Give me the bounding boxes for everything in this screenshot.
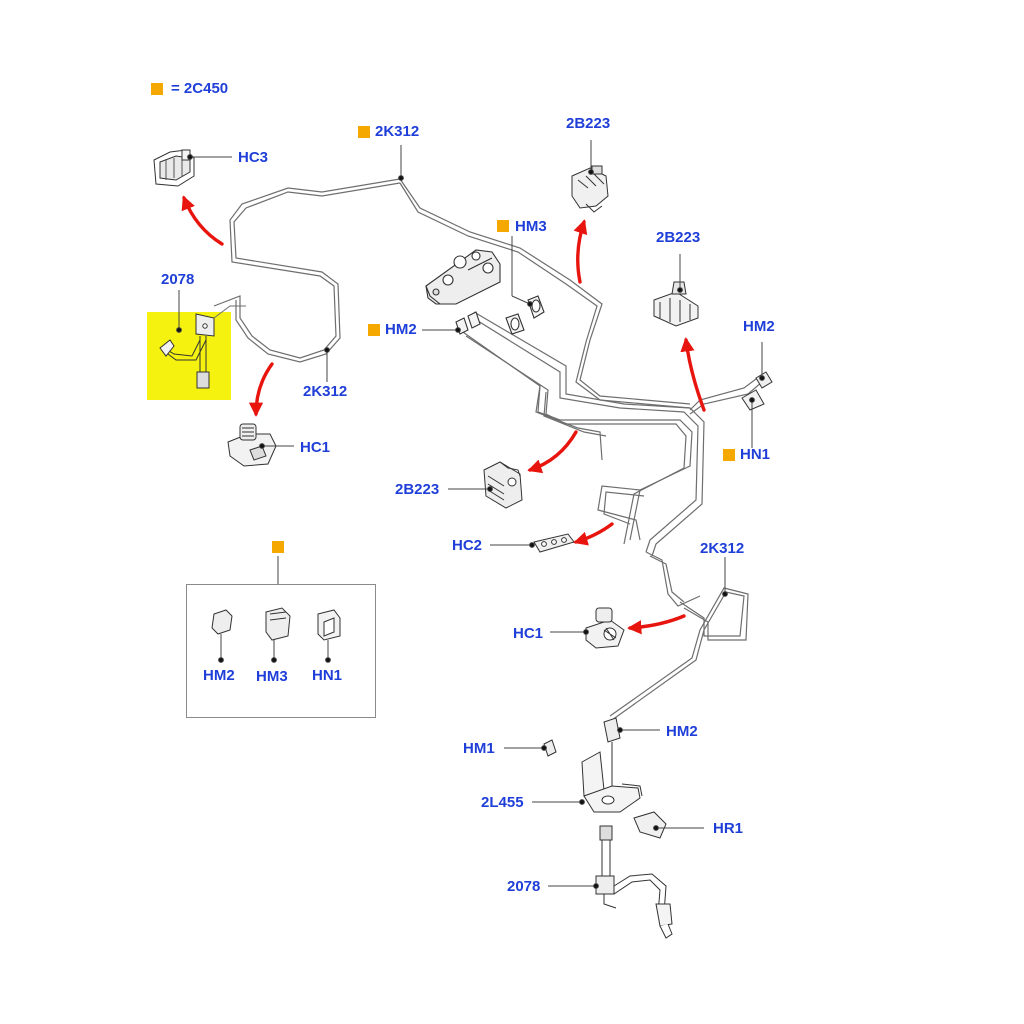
inset-label-hm2[interactable]: HM2 xyxy=(203,667,235,684)
hose-2078-top-drawing xyxy=(159,305,246,389)
arrow-to-hc2 xyxy=(573,522,614,546)
inset-box xyxy=(186,584,376,718)
label-hm2-right[interactable]: HM2 xyxy=(743,318,775,335)
arrow-to-hc3 xyxy=(181,195,224,246)
marker-hn1-right xyxy=(723,449,735,461)
marker-k312-top xyxy=(358,126,370,138)
brake-line-lower-right xyxy=(609,587,749,721)
label-2078-bottom[interactable]: 2078 xyxy=(507,878,541,895)
lower-assembly-drawing xyxy=(543,717,673,939)
legend-symbol xyxy=(151,83,163,95)
arrow-to-b223-right xyxy=(680,337,706,412)
inset-label-hm3[interactable]: HM3 xyxy=(256,668,288,685)
inset-parts-drawing xyxy=(211,607,341,641)
b223-right-drawing xyxy=(653,281,699,327)
label-2b223-top[interactable]: 2B223 xyxy=(566,115,611,132)
marker-hm2-left xyxy=(368,324,380,336)
label-hc3[interactable]: HC3 xyxy=(238,149,269,166)
label-hr1[interactable]: HR1 xyxy=(713,820,744,837)
arrow-to-b223-mid xyxy=(527,430,578,474)
label-hc1-bottom[interactable]: HC1 xyxy=(513,625,544,642)
label-hm2-left[interactable]: HM2 xyxy=(385,321,417,338)
label-2l455[interactable]: 2L455 xyxy=(481,794,524,811)
label-2k312-left[interactable]: 2K312 xyxy=(303,383,348,400)
arrow-to-b223-top xyxy=(573,219,588,284)
hc1-top-clip-drawing xyxy=(227,423,277,467)
label-2k312-right[interactable]: 2K312 xyxy=(700,540,745,557)
b223-mid-drawing xyxy=(483,461,523,509)
label-hm2-bottom[interactable]: HM2 xyxy=(666,723,698,740)
brake-line-upper-left xyxy=(213,178,691,409)
red-arrows xyxy=(181,195,706,635)
marker-hm3-top xyxy=(497,220,509,232)
arrow-to-hc1-top xyxy=(248,362,274,417)
label-hc1-top[interactable]: HC1 xyxy=(300,439,331,456)
leader-lines xyxy=(176,140,765,889)
label-2b223-right[interactable]: 2B223 xyxy=(656,229,701,246)
label-2k312-top[interactable]: 2K312 xyxy=(375,123,420,140)
label-hm1[interactable]: HM1 xyxy=(463,740,495,757)
marker-inset xyxy=(272,541,284,553)
label-hc2[interactable]: HC2 xyxy=(452,537,483,554)
label-2078-top[interactable]: 2078 xyxy=(161,271,195,288)
inset-label-hn1[interactable]: HN1 xyxy=(312,667,343,684)
valve-block-drawing xyxy=(425,249,545,335)
brake-line-bundle xyxy=(459,311,763,607)
hc2-drawing xyxy=(533,533,575,553)
label-hm3-top[interactable]: HM3 xyxy=(515,218,547,235)
hm2-hn1-right-drawing xyxy=(741,371,773,411)
hc1-bottom-drawing xyxy=(585,607,625,649)
hc3-clip-drawing xyxy=(153,149,195,187)
label-2b223-mid[interactable]: 2B223 xyxy=(395,481,440,498)
arrow-to-hc1-bottom xyxy=(627,614,686,635)
label-hn1-right[interactable]: HN1 xyxy=(740,446,771,463)
legend-text: = 2C450 xyxy=(171,80,229,97)
